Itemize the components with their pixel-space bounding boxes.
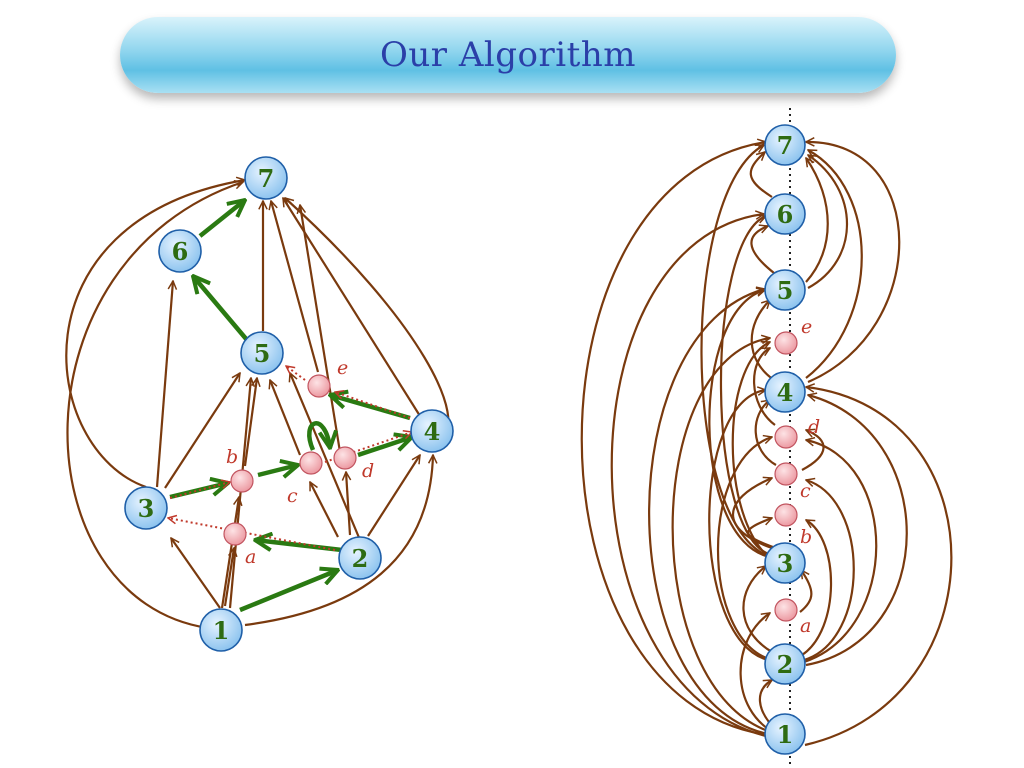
left-node-label: 4 [424, 417, 441, 446]
left-node-label: 7 [258, 164, 275, 193]
right-aux-node-b: b [774, 503, 812, 548]
right-node-label: 3 [777, 549, 794, 578]
left-aux-node-a: a [223, 522, 256, 568]
left-node-label: 3 [138, 494, 155, 523]
right-node-5: 5 [764, 269, 806, 311]
right-aux-label: b [800, 526, 812, 548]
right-aux-label: c [800, 480, 811, 502]
left-node-2: 2 [338, 536, 382, 580]
left-node-4: 4 [410, 409, 454, 453]
left-edges [65, 180, 450, 630]
right-node-label: 4 [777, 378, 794, 407]
left-aux-node-c: c [287, 451, 323, 507]
right-node-6: 6 [764, 193, 806, 235]
left-aux-label: d [362, 460, 374, 482]
left-node-5: 5 [240, 331, 284, 375]
right-edges [580, 142, 953, 747]
right-node-label: 1 [777, 720, 794, 749]
left-node-3: 3 [124, 486, 168, 530]
right-aux-label: e [801, 316, 812, 338]
right-node-7: 7 [764, 124, 806, 166]
right-node-label: 2 [777, 650, 794, 679]
left-node-label: 2 [352, 544, 369, 573]
right-aux-label: d [808, 416, 820, 438]
left-graph [65, 180, 450, 630]
left-aux-node-d: d [333, 446, 374, 482]
left-aux-label: e [337, 357, 348, 379]
right-aux-node-a: a [774, 598, 811, 637]
left-aux-node-b: b [226, 446, 254, 493]
right-node-2: 2 [764, 643, 806, 685]
right-aux-node-d: d [774, 416, 820, 449]
right-aux-node-e: e [774, 316, 812, 355]
right-node-label: 7 [777, 131, 794, 160]
page-title: Our Algorithm [380, 35, 636, 75]
right-node-label: 5 [777, 276, 794, 305]
left-node-6: 6 [158, 229, 202, 273]
right-node-3: 3 [764, 542, 806, 584]
title-banner: Our Algorithm [120, 17, 896, 93]
left-node-7: 7 [244, 156, 288, 200]
right-node-1: 1 [764, 713, 806, 755]
left-node-label: 1 [213, 616, 230, 645]
left-aux-label: a [245, 546, 256, 568]
right-aux-label: a [800, 615, 811, 637]
right-node-4: 4 [764, 371, 806, 413]
left-aux-label: c [287, 485, 298, 507]
left-aux-node-e: e [307, 357, 348, 398]
left-node-label: 5 [254, 339, 271, 368]
left-aux-label: b [226, 446, 238, 468]
right-aux-node-c: c [774, 462, 811, 502]
left-node-label: 6 [172, 237, 189, 266]
left-dotted-edges [168, 366, 412, 551]
right-node-label: 6 [777, 200, 794, 229]
left-node-1: 1 [199, 608, 243, 652]
